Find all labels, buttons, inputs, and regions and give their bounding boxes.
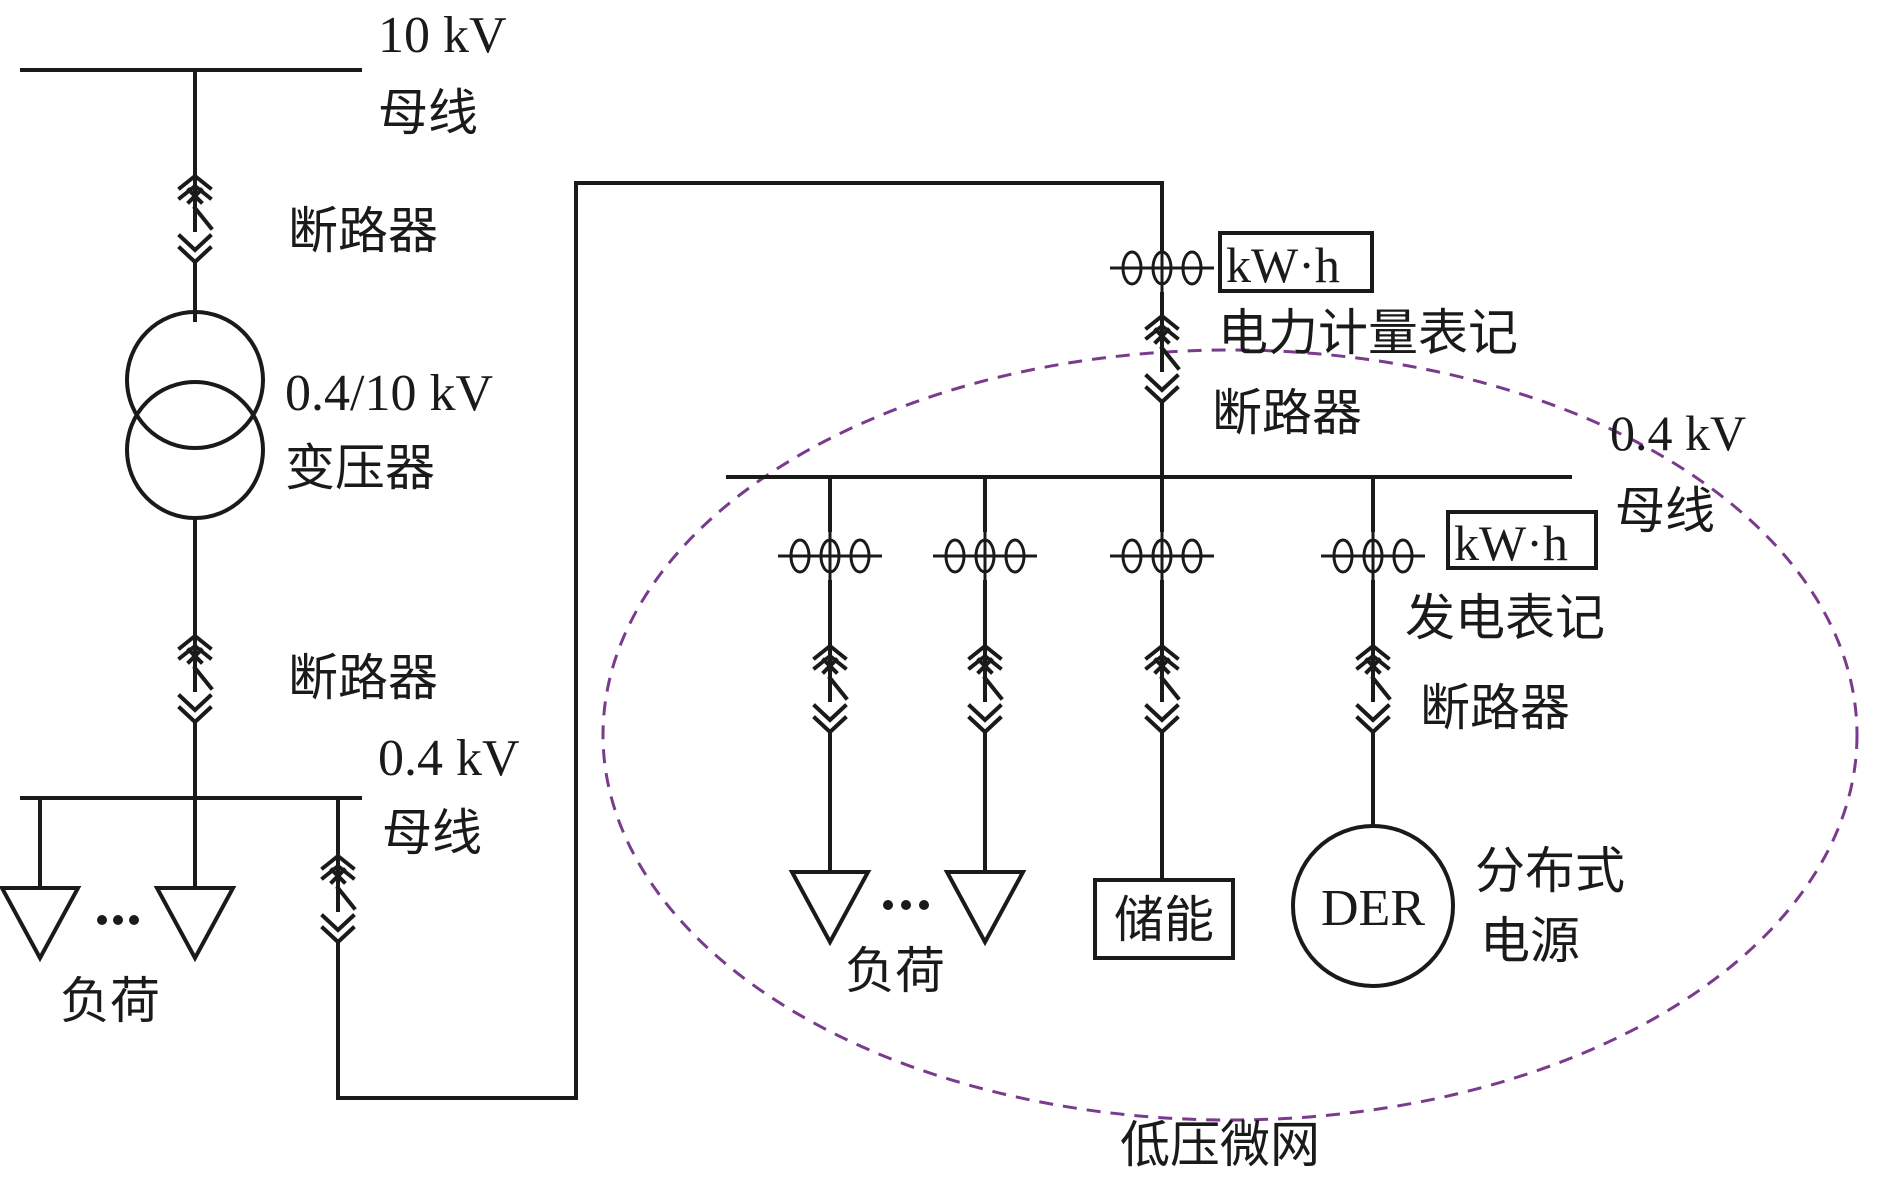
ct-branch-2 — [931, 528, 1039, 584]
storage-label: 储能 — [1114, 891, 1214, 949]
ct-branch-1 — [776, 528, 884, 584]
microgrid-boundary — [601, 348, 1859, 1122]
bus-10kv-voltage: 10 kV — [378, 7, 507, 64]
breaker-branch-1 — [813, 638, 848, 734]
breaker-branch-der — [1356, 638, 1391, 734]
breaker-feeder — [321, 848, 356, 944]
load-micro-1 — [790, 870, 870, 944]
bus-left-voltage: 0.4 kV — [378, 730, 520, 787]
breaker-der-label: 断路器 — [1420, 679, 1570, 737]
meter-der-label: 发电表记 — [1405, 589, 1605, 647]
breaker-branch-2 — [968, 638, 1003, 734]
der-label: DER — [1321, 880, 1425, 937]
breaker-branch-storage — [1145, 638, 1180, 734]
breaker-top — [178, 168, 213, 264]
ct-branch-der — [1319, 528, 1427, 584]
meter-box-main — [1218, 231, 1374, 293]
breaker-top-label: 断路器 — [288, 202, 438, 260]
der-desc-2: 电源 — [1480, 912, 1580, 970]
storage-box — [1093, 878, 1235, 960]
meter-box-der-text: kW·h — [1454, 515, 1568, 571]
feeder-line — [336, 181, 1164, 1100]
bus-micro-voltage: 0.4 kV — [1610, 405, 1746, 461]
meter-main-label: 电力计量表记 — [1218, 304, 1518, 362]
microgrid-label: 低压微网 — [1120, 1116, 1320, 1174]
meter-box-der — [1446, 510, 1598, 570]
ct-branch-storage — [1108, 528, 1216, 584]
bus-micro-name: 母线 — [1615, 482, 1715, 540]
meter-box-main-text: kW·h — [1226, 237, 1340, 293]
breaker-micro-main-label: 断路器 — [1212, 384, 1362, 442]
breaker-micro-main — [1145, 308, 1180, 404]
transformer-symbol — [125, 310, 265, 520]
transformer-name: 变压器 — [285, 439, 435, 497]
ct-main — [1108, 240, 1216, 296]
breaker-mid-label: 断路器 — [288, 649, 438, 707]
load-micro-2 — [945, 870, 1025, 944]
transformer-rating: 0.4/10 kV — [285, 365, 493, 422]
load-left-label: 负荷 — [60, 972, 160, 1030]
bus-left-name: 母线 — [382, 804, 482, 862]
der-desc-1: 分布式 — [1475, 842, 1625, 900]
der-circle — [1291, 824, 1455, 988]
breaker-mid — [178, 628, 213, 724]
load-micro-label: 负荷 — [845, 942, 945, 1000]
ellipsis-dots-micro — [883, 900, 929, 910]
load-left-1 — [0, 886, 80, 960]
load-left-2 — [155, 886, 235, 960]
ellipsis-dots-left — [97, 915, 139, 925]
bus-10kv-name: 母线 — [378, 84, 478, 142]
